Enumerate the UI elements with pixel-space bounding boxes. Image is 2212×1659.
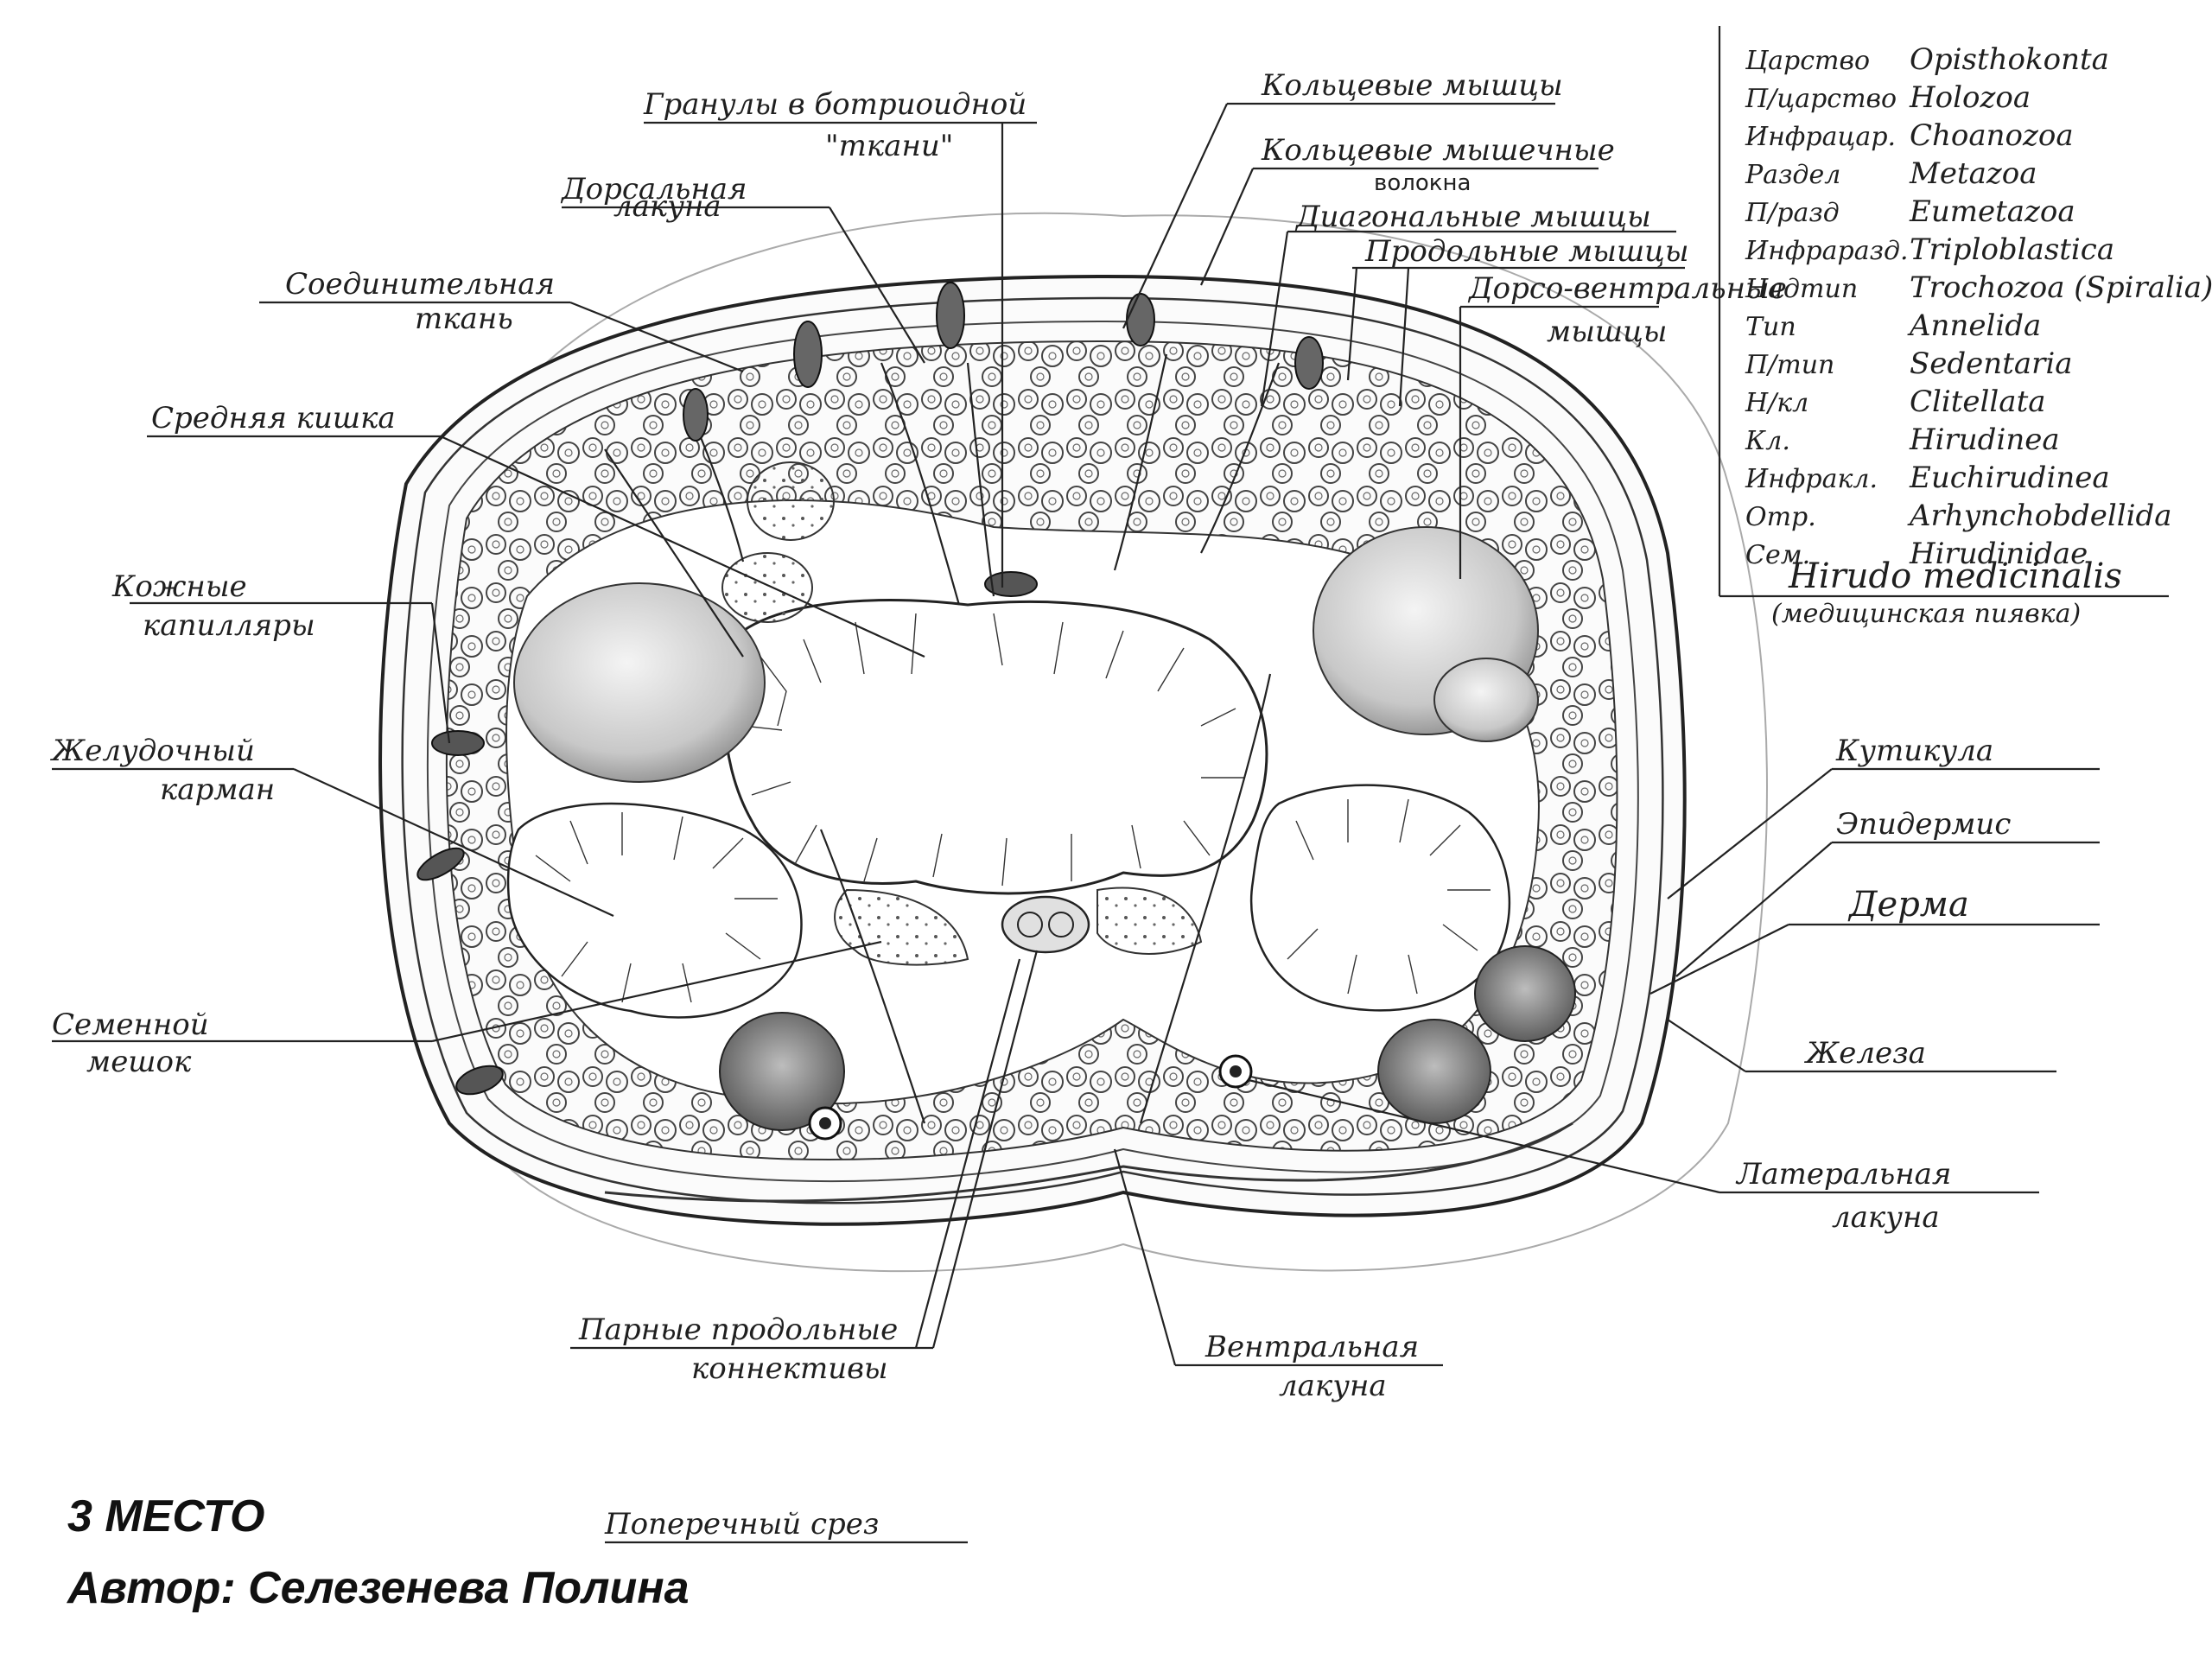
- dorsoventral-muscles: [604, 353, 1281, 1124]
- svg-text:лакуна: лакуна: [1279, 1369, 1387, 1403]
- taxonomy-name: Trochozoa (Spiralia): [1910, 270, 2212, 305]
- label-midgut: Средняя кишка: [151, 401, 396, 435]
- gastric-pocket-left: [506, 802, 803, 1019]
- sac-left-upper: [513, 582, 766, 783]
- taxonomy-name: Hirudinidae: [1909, 537, 2088, 571]
- label-cuticle: Кутикула: [1835, 734, 1993, 768]
- label-circular-muscles: Кольцевые мышцы: [1261, 68, 1563, 103]
- taxonomy-rank: Кл.: [1745, 426, 1790, 456]
- taxonomy-rank: Раздел: [1745, 160, 1840, 190]
- taxonomy-name: Metazoa: [1909, 156, 2037, 191]
- place-text: 3 МЕСТО: [67, 1491, 265, 1541]
- taxonomy-name: Hirudinea: [1909, 423, 2060, 457]
- label-lateral-lacuna: Латеральная: [1735, 1157, 1951, 1192]
- taxonomy-name: Eumetazoa: [1909, 194, 2075, 229]
- species-common: (медицинская пиявка): [1771, 599, 2081, 629]
- gastric-pocket-right: [1249, 784, 1511, 1012]
- taxonomy-name: Sedentaria: [1910, 346, 2073, 381]
- taxonomy-name: Choanozoa: [1910, 118, 2074, 153]
- label-dorsoventral: Дорсо-вентральные: [1467, 271, 1787, 306]
- svg-text:карман: карман: [160, 772, 275, 807]
- label-section: Поперечный срез: [604, 1507, 879, 1541]
- diagram-labels: Гранулы в ботриоидной "ткани" Кольцевые …: [49, 68, 2011, 1541]
- svg-text:ткань: ткань: [415, 302, 513, 336]
- label-glands: Железа: [1803, 1036, 1926, 1071]
- label-dorsal-lacuna: Дорсальная: [560, 172, 747, 207]
- sac-right-lower: [1377, 1019, 1491, 1124]
- author-text: Автор: Селезенева Полина: [67, 1563, 690, 1613]
- label-connective: Соединительная: [285, 267, 555, 302]
- taxonomy-rank: Инфраразд.: [1745, 236, 1909, 266]
- label-dermis: Дерма: [1847, 885, 1969, 925]
- taxonomy-rank: Отр.: [1745, 502, 1816, 532]
- sac-left-lower: [719, 1012, 845, 1131]
- leader-lines: [52, 26, 2169, 1544]
- dermis-line: [426, 320, 1639, 1183]
- label-seminal-sac: Семенной: [52, 1007, 209, 1042]
- label-longitudinal-muscles: Продольные мышцы: [1364, 234, 1689, 269]
- svg-text:коннективы: коннективы: [691, 1351, 888, 1386]
- label-diagonal-muscles: Диагональные мышцы: [1294, 200, 1651, 234]
- ventral-nerve-cord: [1001, 895, 1090, 954]
- species-name: Hirudo medicinalis: [1788, 556, 2122, 596]
- taxonomy-name: Annelida: [1907, 308, 2041, 343]
- svg-text:мышцы: мышцы: [1547, 315, 1668, 349]
- taxonomy-name: Holozoa: [1909, 80, 2031, 115]
- taxonomy-name: Opisthokonta: [1910, 42, 2109, 77]
- taxonomy-rank: П/разд: [1745, 198, 1840, 228]
- taxonomy-name: Euchirudinea: [1909, 461, 2110, 495]
- dorsal-vessel: [984, 571, 1038, 597]
- svg-text:"ткани": "ткани": [825, 129, 953, 163]
- svg-text:мешок: мешок: [86, 1045, 192, 1079]
- taxonomy-name: Clitellata: [1910, 385, 2046, 419]
- svg-text:лакуна: лакуна: [1832, 1200, 1940, 1235]
- svg-text:лакуна: лакуна: [613, 189, 721, 224]
- epidermis-line: [401, 296, 1664, 1205]
- taxonomy-rank: Тип: [1745, 312, 1796, 342]
- label-paired-connectives: Парные продольные: [578, 1313, 898, 1347]
- label-gastric-pocket: Желудочный: [49, 734, 255, 768]
- taxonomy-name: Arhynchobdellida: [1907, 499, 2172, 533]
- midgut-folds: [742, 613, 1244, 887]
- taxonomy-rank: П/тип: [1745, 350, 1834, 380]
- taxonomy-rank: Царство: [1745, 46, 1870, 76]
- taxonomy-rank: П/царство: [1745, 84, 1897, 114]
- taxonomy-rank: Н/кл: [1745, 388, 1808, 418]
- taxonomy-name: Triploblastica: [1910, 232, 2114, 267]
- seminal-sac: [834, 888, 969, 966]
- label-skin-capillaries: Кожные: [111, 569, 247, 604]
- taxonomy-rank: Инфрацар.: [1745, 122, 1896, 152]
- label-granules: Гранулы в ботриоидной: [643, 87, 1027, 122]
- svg-text:волокна: волокна: [1374, 170, 1471, 196]
- taxonomy-rank: Сем.: [1745, 540, 1810, 570]
- taxonomy-rank: Инфракл.: [1745, 464, 1878, 494]
- midgut: [723, 598, 1268, 895]
- label-ventral-lacuna: Вентральная: [1205, 1330, 1419, 1364]
- taxonomy-rank: Надтип: [1745, 274, 1858, 304]
- label-circular-fibers: Кольцевые мышечные: [1261, 133, 1615, 168]
- svg-text:капилляры: капилляры: [143, 608, 315, 643]
- ventral-band: [604, 1122, 1573, 1203]
- label-epidermis: Эпидермис: [1836, 807, 2011, 842]
